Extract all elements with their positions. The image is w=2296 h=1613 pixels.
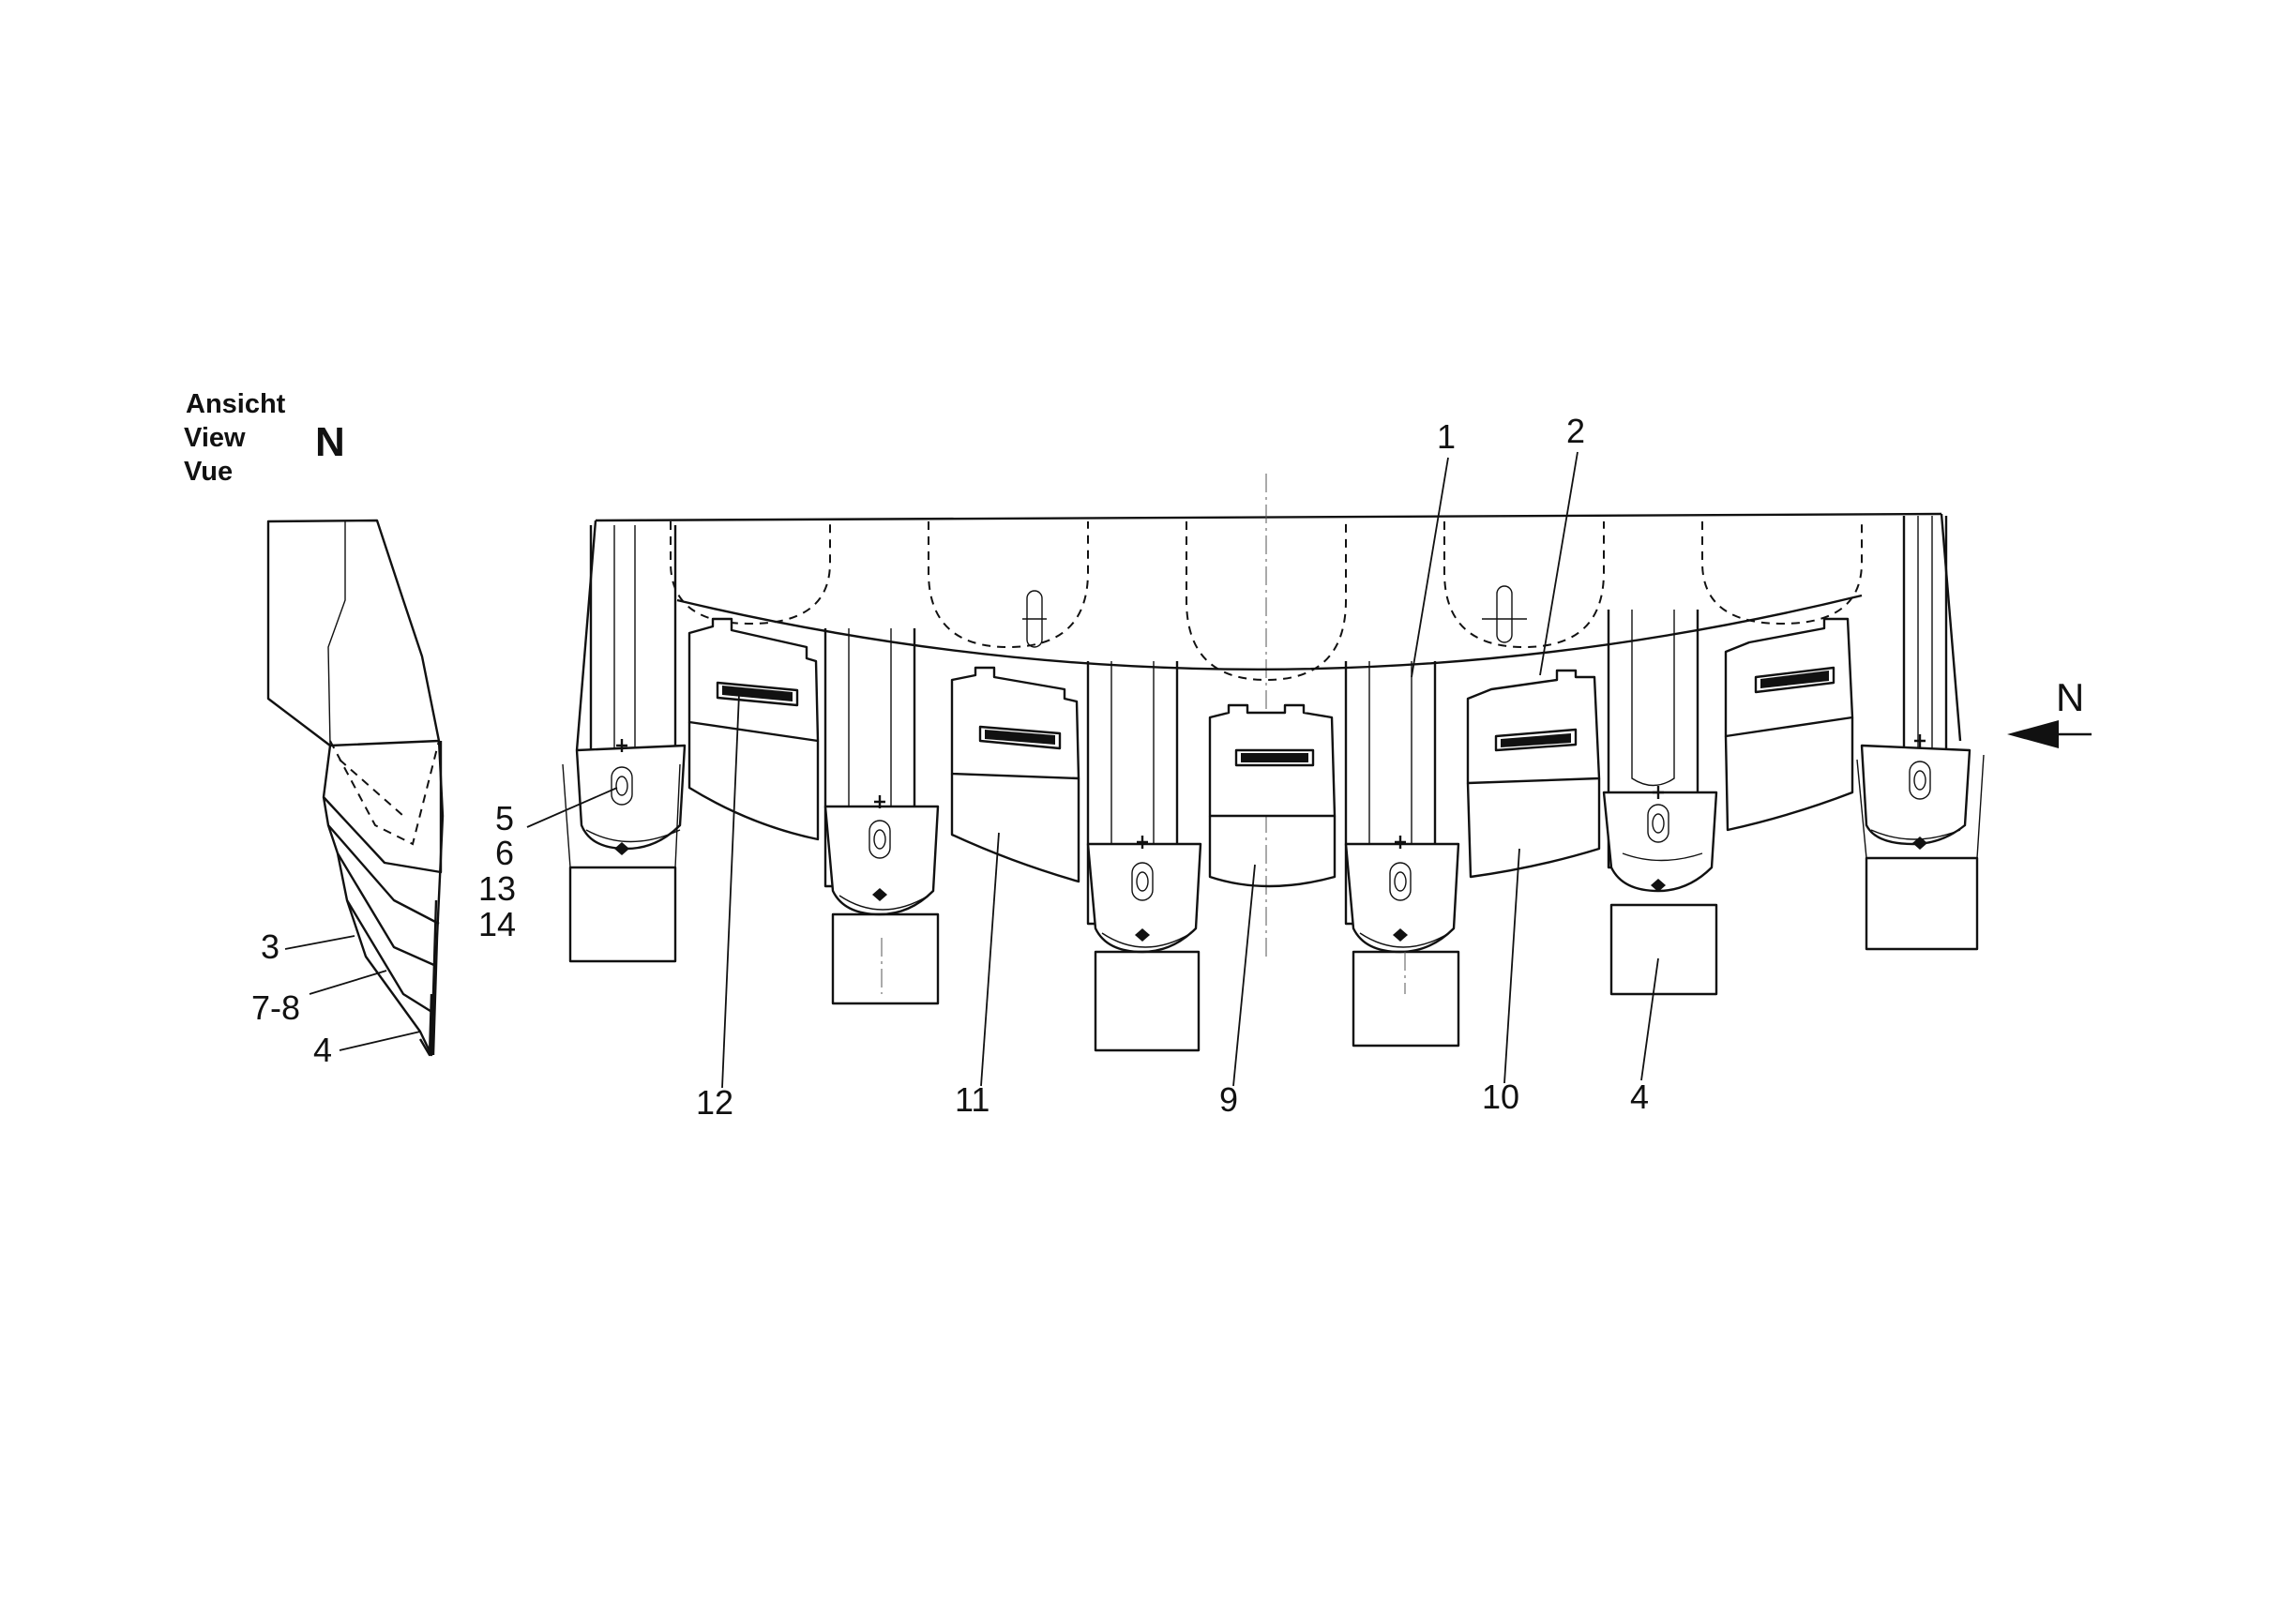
leader-11 [980,832,1000,1087]
callout-2: 2 [1566,412,1585,450]
leader-7-8 [309,970,387,995]
callout-1: 1 [1437,417,1456,456]
callout-10: 10 [1482,1078,1519,1116]
callout-5: 5 [495,799,514,837]
leader-4-front [1640,957,1659,1081]
leader-2 [1539,451,1578,676]
side-callouts: 3 7-8 4 [251,927,421,1069]
callout-7-8: 7-8 [251,988,300,1027]
callout-13: 13 [478,869,516,908]
front-view [562,474,1985,1052]
arrow-label: N [2056,675,2084,719]
callout-11: 11 [955,1080,989,1119]
callout-3: 3 [261,927,279,966]
leader-12 [721,693,740,1089]
side-view [266,519,445,1057]
leader-9 [1232,864,1256,1087]
callout-4-front: 4 [1630,1078,1649,1116]
front-callouts: 1 2 5 6 13 14 12 11 9 10 4 [478,412,1659,1122]
leader-10 [1503,848,1520,1084]
callout-4-side: 4 [313,1031,332,1069]
callout-14: 14 [478,905,516,943]
view-label-en: View [184,423,246,453]
view-n-label: Ansicht View Vue N [184,389,345,487]
view-label-de: Ansicht [186,389,286,419]
leader-1 [1411,457,1449,678]
callout-9: 9 [1219,1080,1238,1119]
leader-3 [284,935,355,950]
leader-4-side [339,1031,421,1051]
view-direction-arrow: N [2007,675,2092,748]
callout-6: 6 [495,834,514,872]
view-label-fr: Vue [184,457,233,487]
callout-12: 12 [696,1083,733,1122]
leader-5 [526,787,618,828]
view-letter: N [315,419,345,465]
